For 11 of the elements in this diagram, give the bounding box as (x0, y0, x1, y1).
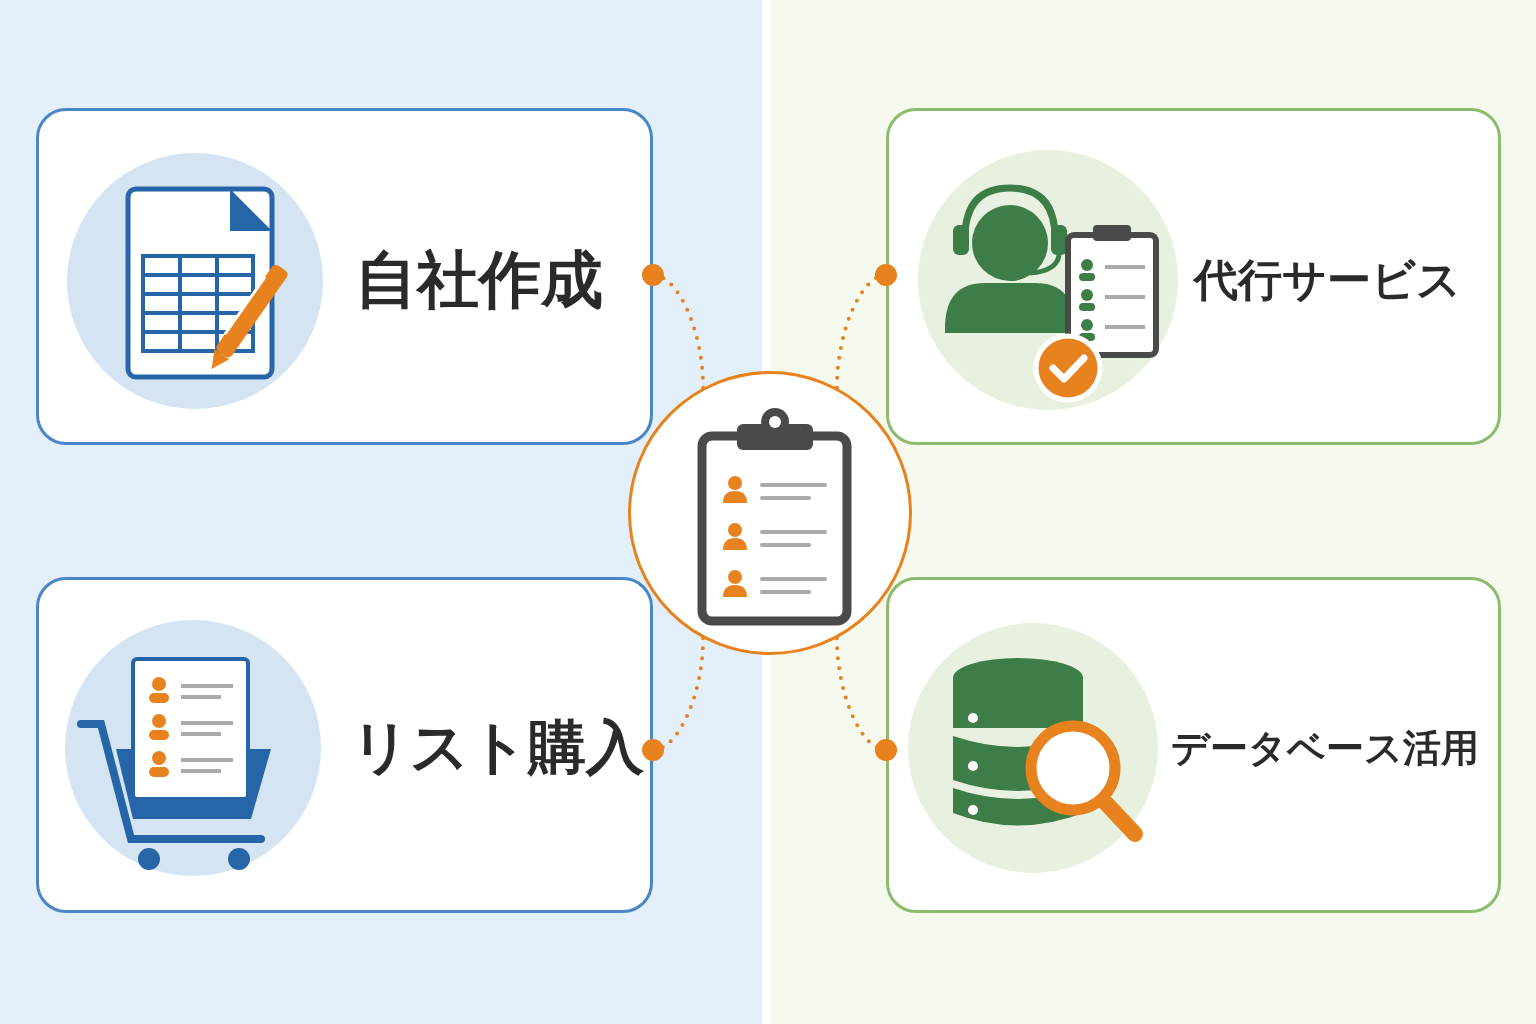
card-title: データベース活用 (1171, 724, 1479, 772)
card-title: 自社作成 (355, 241, 603, 318)
card-title: リスト購入 (351, 712, 644, 783)
option-card (36, 108, 653, 445)
dotted-connector (642, 636, 706, 761)
card-title: 代行サービス (1194, 252, 1461, 306)
option-card (886, 577, 1501, 913)
dotted-connector (834, 264, 897, 390)
dotted-connector (834, 636, 897, 761)
dotted-connector (642, 264, 706, 390)
option-card (886, 108, 1501, 445)
